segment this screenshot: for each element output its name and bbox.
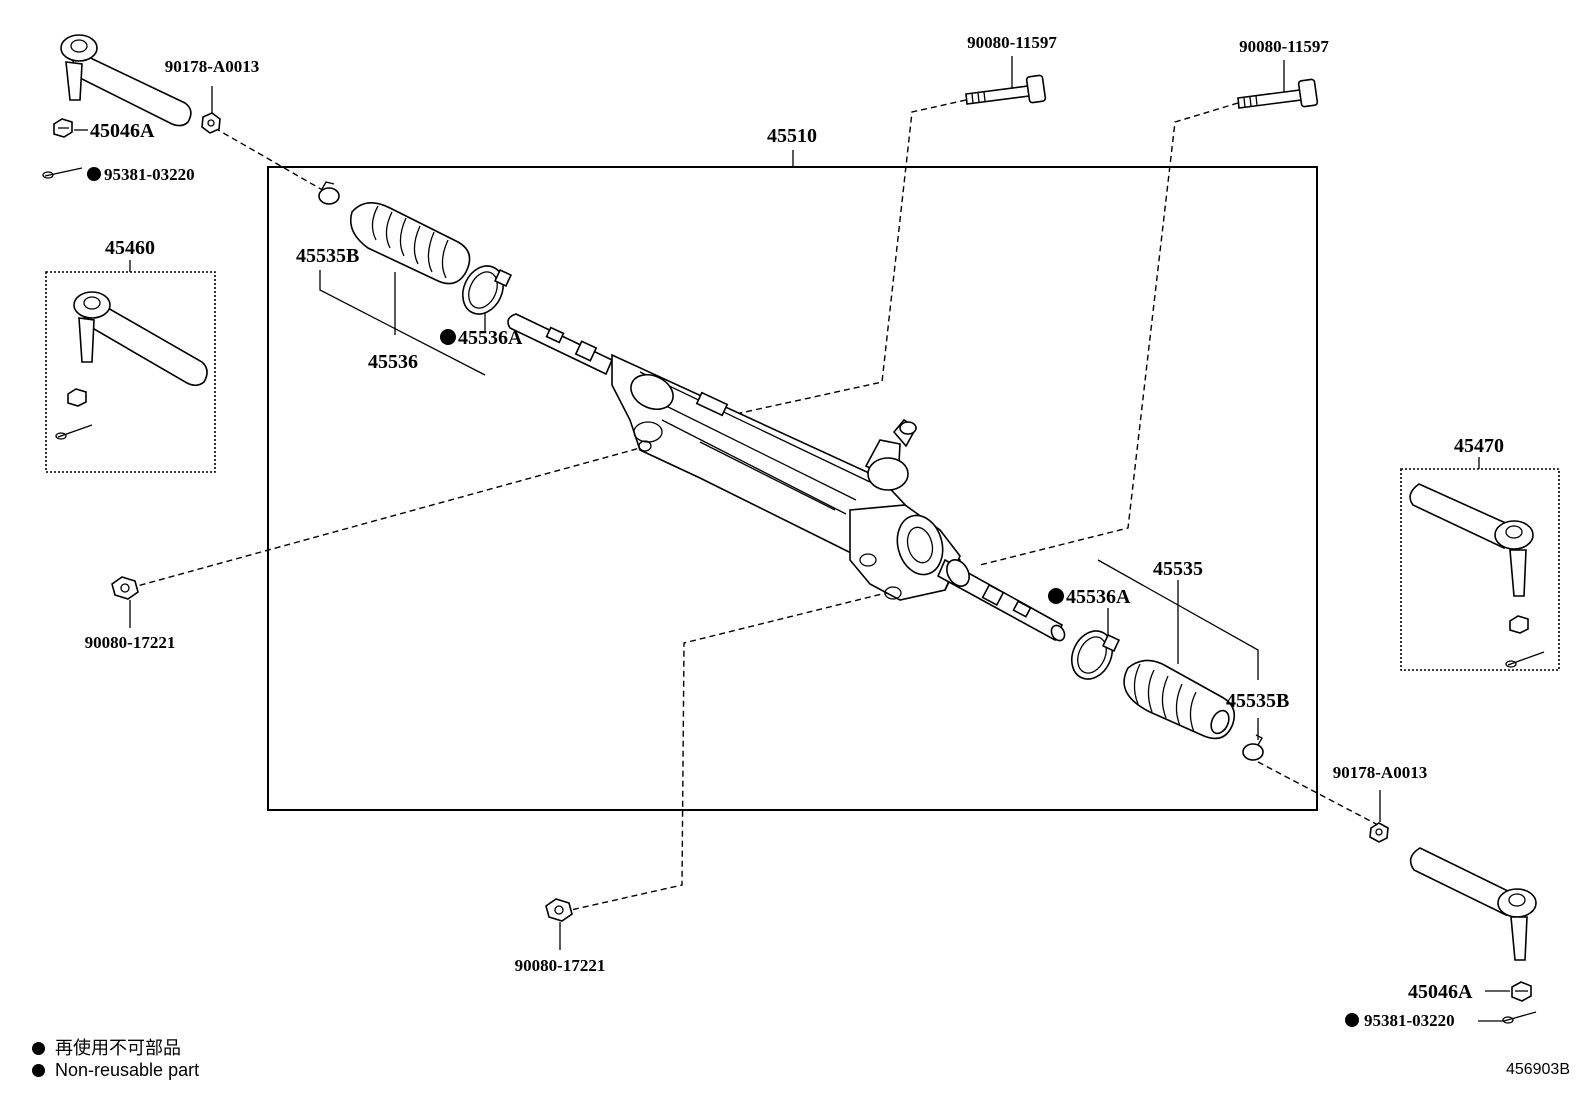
label-pin-br: 95381-03220: [1364, 1011, 1455, 1030]
label-clip-left: 45535B: [296, 245, 359, 267]
cotter-pin-icon: [1478, 1011, 1537, 1024]
label-castle-nut-br: 45046A: [1408, 981, 1473, 1003]
label-tie-rod-end-left: 45460: [105, 237, 155, 259]
figure-number: 456903B: [1505, 1061, 1570, 1078]
label-nut-top-left: 90178-A0013: [165, 57, 259, 76]
clip-left-drawing: [318, 181, 340, 205]
boot-right-drawing: [1123, 659, 1236, 740]
label-bolt-left: 90080-11597: [967, 33, 1057, 52]
label-boot-left: 45536: [368, 351, 418, 373]
clamp-right-drawing: [1070, 630, 1121, 680]
non-reusable-dot-icon: [1048, 588, 1064, 604]
legend-english: Non-reusable part: [32, 1060, 199, 1081]
cotter-pin-icon: [42, 167, 83, 179]
label-clamp-right: 45536A: [1066, 586, 1131, 608]
boot-right-bracket: [1097, 559, 1259, 680]
ref-line-mount-bottom: [561, 591, 891, 913]
castle-nut-icon: [1511, 981, 1532, 1002]
bolt-left-drawing: [965, 74, 1047, 105]
castle-nut-icon: [53, 118, 73, 138]
legend-line-1: 再使用不可部品: [55, 1038, 181, 1058]
bolt-right-drawing: [1237, 78, 1319, 109]
ref-line-nut-right: [1257, 761, 1379, 826]
non-reusable-dot-icon: [440, 329, 456, 345]
label-boot-right: 45535: [1153, 558, 1203, 580]
label-tie-rod-end-right: 45470: [1454, 435, 1504, 457]
non-reusable-dot-icon: [87, 167, 101, 181]
label-clamp-left: 45536A: [458, 327, 523, 349]
tie-rod-end-right-box: [1400, 468, 1560, 671]
legend-japanese: 再使用不可部品: [32, 1034, 181, 1060]
label-pin-tl: 95381-03220: [104, 165, 195, 184]
nut-icon: [201, 112, 221, 134]
steering-rack-drawing: [507, 313, 1066, 642]
ref-line-nut-left: [205, 122, 327, 193]
label-bolt-right: 90080-11597: [1239, 37, 1329, 56]
tie-rod-end-bottom-right-drawing: [1409, 847, 1537, 961]
tie-rod-end-45460-drawing: [55, 291, 208, 440]
mount-nut-left-drawing: [111, 576, 139, 600]
non-reusable-dot-icon: [1345, 1013, 1359, 1027]
non-reusable-dot-icon: [32, 1064, 45, 1077]
label-assembly: 45510: [767, 125, 817, 147]
label-mount-nut-left: 90080-17221: [85, 633, 176, 652]
clamp-left-drawing: [461, 265, 513, 315]
label-mount-nut-bottom: 90080-17221: [515, 956, 606, 975]
nut-icon: [1369, 822, 1389, 843]
boot-left-bracket: [319, 270, 486, 376]
tie-rod-end-top-left-drawing: [60, 34, 192, 127]
non-reusable-dot-icon: [32, 1042, 45, 1055]
ref-line-bolt-left: [735, 99, 967, 415]
ref-line-mount-left: [129, 447, 641, 589]
ref-line-bolt-right: [979, 102, 1239, 566]
label-nut-right: 90178-A0013: [1333, 763, 1427, 782]
label-clip-right: 45535B: [1226, 690, 1289, 712]
mount-nut-bottom-drawing: [545, 898, 573, 922]
tie-rod-end-45470-drawing: [1409, 483, 1545, 668]
clip-right-drawing: [1242, 734, 1264, 761]
boot-left-drawing: [349, 202, 471, 285]
legend-line-2: Non-reusable part: [55, 1060, 200, 1080]
label-castle-nut-tl: 45046A: [90, 120, 155, 142]
